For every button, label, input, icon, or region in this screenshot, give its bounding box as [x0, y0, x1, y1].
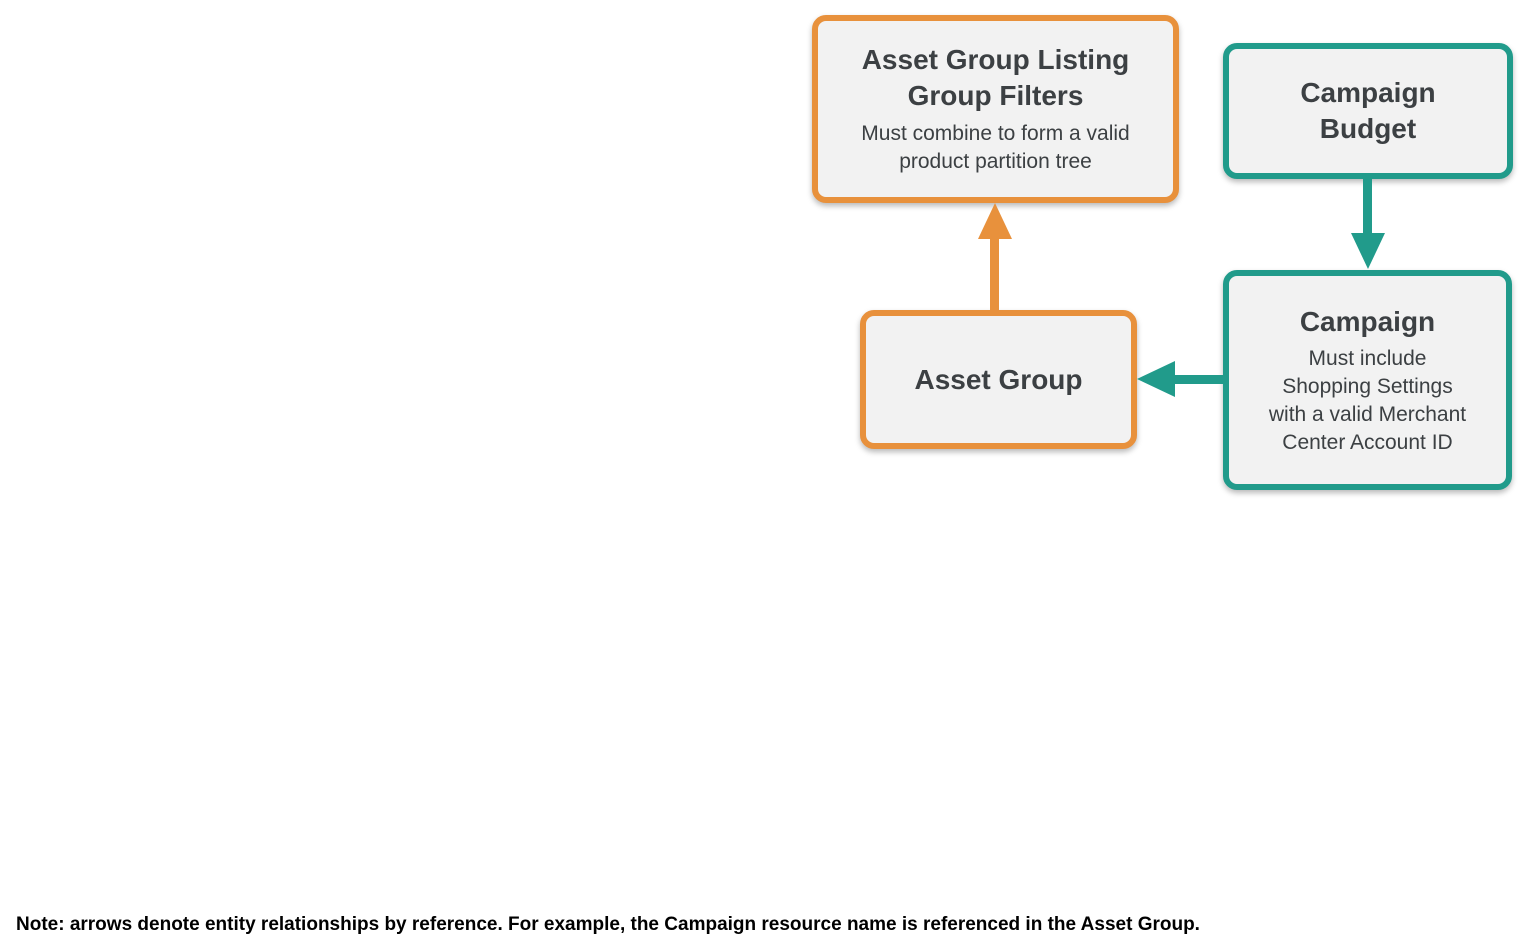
node-title: Campaign — [1299, 305, 1436, 337]
arrowhead-left-icon — [1137, 361, 1175, 397]
arrow-line — [1173, 375, 1223, 384]
arrow-line — [1363, 179, 1372, 235]
node-subtitle: Must include Shopping Settings with a va… — [1268, 347, 1467, 454]
footnote: Note: arrows denote entity relationships… — [16, 914, 1200, 935]
arrowhead-up-icon — [978, 203, 1012, 239]
node-asset-group: Asset Group — [860, 310, 1137, 449]
arrow-line — [990, 234, 999, 310]
node-title: Asset Group Listing Group Filters — [861, 44, 1130, 112]
node-campaign: Campaign Must include Shopping Settings … — [1223, 270, 1512, 490]
node-subtitle: Must combine to form a valid product par… — [861, 122, 1130, 173]
node-title: Asset Group — [914, 363, 1083, 395]
node-title: Campaign Budget — [1300, 77, 1436, 144]
node-campaign-budget: Campaign Budget — [1223, 43, 1513, 179]
arrowhead-down-icon — [1351, 233, 1385, 269]
node-asset-group-listing-group-filters: Asset Group Listing Group Filters Must c… — [812, 15, 1179, 203]
